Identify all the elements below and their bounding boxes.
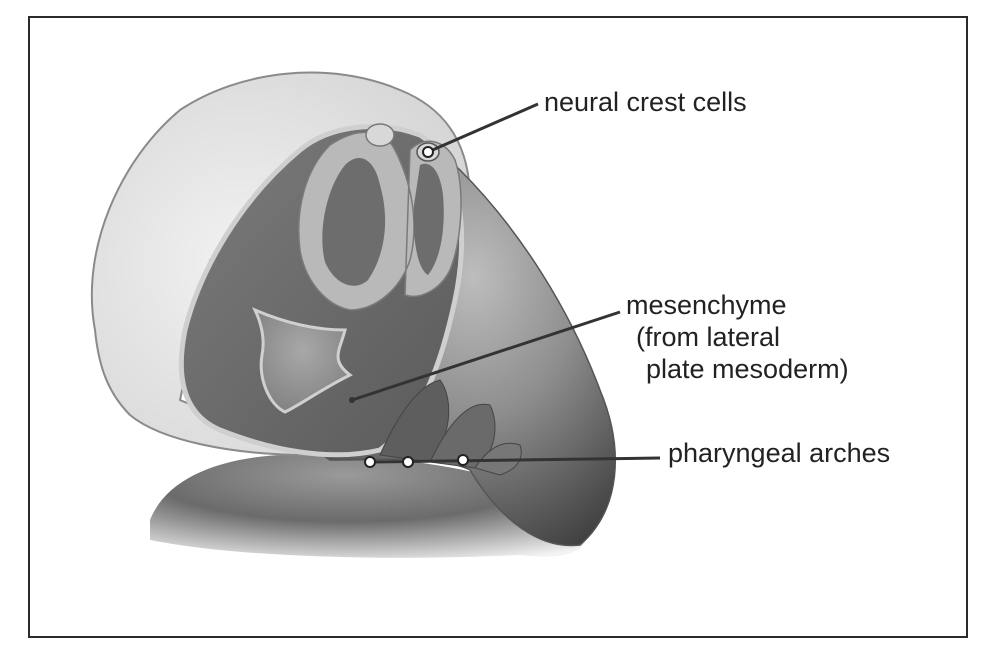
marker-neural-crest bbox=[423, 147, 433, 157]
label-pharyngeal-text: pharyngeal arches bbox=[668, 437, 890, 469]
marker-arch-3 bbox=[458, 455, 468, 465]
marker-arch-2 bbox=[403, 457, 413, 467]
label-mesenchyme: mesenchyme (from lateral plate mesoderm) bbox=[626, 289, 849, 385]
neural-crest-cap-left bbox=[366, 124, 394, 146]
label-pharyngeal-arches: pharyngeal arches bbox=[668, 437, 890, 469]
label-mesenchyme-line2: (from lateral bbox=[626, 321, 849, 353]
label-mesenchyme-line3: plate mesoderm) bbox=[626, 353, 849, 385]
label-neural-crest-cells: neural crest cells bbox=[544, 86, 747, 118]
label-mesenchyme-line1: mesenchyme bbox=[626, 289, 849, 321]
marker-arch-1 bbox=[365, 457, 375, 467]
label-neural-crest-text: neural crest cells bbox=[544, 86, 747, 118]
marker-mesenchyme bbox=[349, 397, 355, 403]
